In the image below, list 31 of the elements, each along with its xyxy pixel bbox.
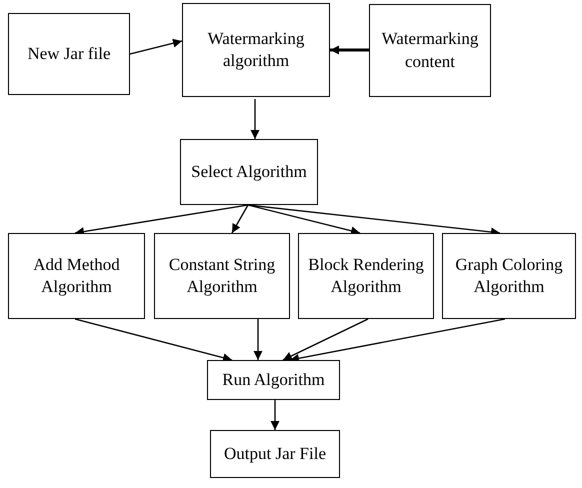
box-label: Watermarking algorithm xyxy=(206,28,306,72)
box-label: Output Jar File xyxy=(224,442,326,465)
box-label: Constant String Algorithm xyxy=(168,254,276,298)
arrow xyxy=(282,318,368,361)
process-box xyxy=(154,233,290,319)
process-box xyxy=(369,4,491,97)
arrow xyxy=(330,46,369,54)
process-box xyxy=(8,233,145,319)
arrow xyxy=(254,319,262,360)
box-label: Graph Coloring Algorithm xyxy=(454,254,564,298)
box-label: Add Method Algorithm xyxy=(32,254,121,298)
box-label: Run Algorithm xyxy=(222,368,325,391)
arrow xyxy=(74,204,248,236)
arrow xyxy=(130,38,182,55)
box-label: New Jar file xyxy=(27,42,111,65)
arrow xyxy=(231,204,249,234)
process-box xyxy=(182,3,330,97)
process-box xyxy=(207,360,340,400)
arrow xyxy=(250,99,260,139)
arrow xyxy=(248,204,360,236)
process-box xyxy=(442,233,576,319)
arrow xyxy=(270,400,280,430)
process-box xyxy=(298,233,434,319)
box-label: Select Algorithm xyxy=(191,160,307,183)
box-label: Watermarking content xyxy=(380,28,480,72)
arrow xyxy=(290,318,506,363)
process-box xyxy=(210,430,340,478)
arrow xyxy=(74,318,232,362)
process-box xyxy=(8,13,130,95)
process-box xyxy=(180,139,318,205)
box-label: Block Rendering Algorithm xyxy=(307,254,425,298)
